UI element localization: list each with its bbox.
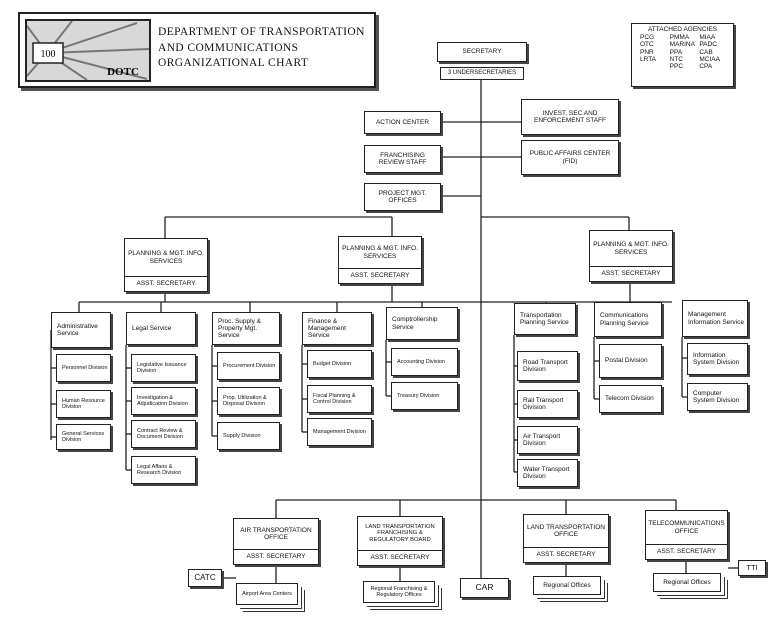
general-services-box: General Services Division <box>56 424 111 450</box>
logo-text: DOTC <box>107 66 139 78</box>
postal-division-box: Postal Division <box>599 344 662 378</box>
action-center-box: ACTION CENTER <box>364 111 441 134</box>
agency-item: MIAA <box>699 34 716 41</box>
agency-item: PMMA <box>669 34 690 41</box>
telecom-regional-offices: Regional Offices <box>653 573 721 592</box>
comptrollership-box: Comptrollership Service <box>386 307 458 340</box>
agency-item: PNR <box>640 48 654 56</box>
undersecretaries-box: 3 UNDERSECRETARIES <box>440 67 524 80</box>
computer-systems-box: Computer System Division <box>687 383 748 411</box>
agency-item: MCIAA <box>699 55 720 63</box>
management-division-box: Management Division <box>307 418 372 446</box>
supply-division-box: Supply Division <box>217 422 280 450</box>
comm-planning-box: Communications Planning Service <box>594 302 662 337</box>
title-line-1: DEPARTMENT OF TRANSPORTATION <box>158 26 365 38</box>
ltfrb-title: LAND TRANSPORTATION FRANCHISING & REGULA… <box>365 523 435 543</box>
right-cluster-head: PLANNING & MGT. INFO. SERVICES ASST. SEC… <box>589 230 673 282</box>
proc-supply-service-box: Proc. Supply & Property Mgt. Service <box>212 312 280 345</box>
admin-service-box: Administrative Service <box>51 312 111 348</box>
info-systems-box: Information System Division <box>687 343 748 375</box>
chart-title-block: 100 DOTC DEPARTMENT OF TRANSPORTATION AN… <box>18 12 376 88</box>
attached-agencies-list: PCG PMMA MIAA OTC MARINA PADC PNR PPA CA… <box>632 33 733 70</box>
agency-item: PPA <box>669 48 683 56</box>
lto-title: LAND TRANSPORTATION OFFICE <box>527 523 605 538</box>
center-cluster-title: PLANNING & MGT. INFO. SERVICES <box>342 245 418 260</box>
ltfrb-asst: ASST. SECRETARY <box>358 550 442 565</box>
water-transport-box: Water Transport Division <box>517 459 578 487</box>
tti-box: TTI <box>738 560 766 576</box>
lto-office: LAND TRANSPORTATION OFFICE ASST. SECRETA… <box>523 514 609 563</box>
car-box: CAR <box>460 578 509 598</box>
agency-item: PADC <box>699 41 717 49</box>
air-transport-box: Air Transport Division <box>517 426 578 454</box>
telecom-office-asst: ASST. SECRETARY <box>646 544 727 559</box>
dotc-logo-graphic: 100 DOTC <box>27 21 149 80</box>
left-cluster-head: PLANNING & MGT. INFO. SERVICES ASST. SEC… <box>124 238 208 292</box>
procurement-division-box: Procurement Division <box>217 352 280 380</box>
lto-asst: ASST. SECRETARY <box>524 547 608 562</box>
agency-item: LRTA <box>640 55 657 63</box>
project-mgt-box: PROJECT MGT. OFFICES <box>364 183 441 211</box>
prop-utilization-box: Prop. Utilization & Disposal Division <box>217 387 280 415</box>
agency-item <box>640 63 670 70</box>
catc-box: CATC <box>188 569 222 587</box>
hr-division-box: Human Resource Division <box>56 390 111 418</box>
attached-agencies-heading: ATTACHED AGENCIES <box>647 26 718 33</box>
dotc-logo: 100 DOTC <box>25 19 151 82</box>
agency-item: CPA <box>699 63 713 71</box>
franchising-review-box: FRANCHISING REVIEW STAFF <box>364 145 441 173</box>
telecom-office-title: TELECOMMUNICATIONS OFFICE <box>648 520 725 535</box>
center-cluster-head: PLANNING & MGT. INFO. SERVICES ASST. SEC… <box>338 236 422 284</box>
public-affairs-box: PUBLIC AFFAIRS CENTER (FID) <box>521 140 619 175</box>
accounting-division-box: Accounting Division <box>391 348 458 376</box>
legislative-division-box: Legislative Issuance Division <box>131 354 196 382</box>
right-cluster-asst: ASST. SECRETARY <box>590 266 672 281</box>
air-office-asst: ASST. SECRETARY <box>234 549 318 564</box>
attached-agencies-box: ATTACHED AGENCIES PCG PMMA MIAA OTC MARI… <box>631 23 734 87</box>
air-transport-office: AIR TRANSPORTATION OFFICE ASST. SECRETAR… <box>233 518 319 565</box>
road-transport-box: Road Transport Division <box>517 351 578 381</box>
left-cluster-title: PLANNING & MGT. INFO. SERVICES <box>128 250 204 265</box>
rail-transport-box: Rail Transport Division <box>517 390 578 418</box>
mis-box: Management Information Service <box>682 300 748 337</box>
budget-division-box: Budget Division <box>307 350 372 378</box>
finance-service-box: Finance & Management Service <box>302 312 372 345</box>
transport-planning-box: Transportation Planning Service <box>514 303 576 335</box>
invest-enforcement-box: INVEST. SEC AND ENFORCEMENT STAFF <box>521 99 619 135</box>
agency-item: PCG <box>640 34 655 41</box>
telecom-office: TELECOMMUNICATIONS OFFICE ASST. SECRETAR… <box>645 510 728 560</box>
telecom-division-box: Telecom Division <box>599 385 662 413</box>
secretary-box: SECRETARY <box>437 42 527 62</box>
title-line-2: AND COMMUNICATIONS <box>158 41 299 54</box>
legal-affairs-box: Legal Affairs & Research Division <box>131 456 196 484</box>
center-cluster-asst: ASST. SECRETARY <box>339 268 421 283</box>
investigation-division-box: Investigation & Adjudication Division <box>131 387 196 415</box>
agency-item: NTC <box>669 55 684 63</box>
fiscal-planning-box: Fiscal Planning & Control Division <box>307 385 372 413</box>
agency-item: CAB <box>699 48 713 56</box>
agency-item: MARINA <box>669 41 695 49</box>
air-office-title: AIR TRANSPORTATION OFFICE <box>240 526 312 541</box>
personnel-division-box: Personnel Division <box>56 354 111 382</box>
ltfrb-office: LAND TRANSPORTATION FRANCHISING & REGULA… <box>357 516 443 566</box>
contract-review-box: Contract Review & Document Division <box>131 420 196 448</box>
airport-area-centers: Airport Area Centers <box>236 583 298 605</box>
agency-item: PPC <box>669 63 684 71</box>
legal-service-box: Legal Service <box>126 312 196 345</box>
treasury-division-box: Treasury Division <box>391 382 458 410</box>
lto-regional-offices: Regional Offices <box>533 576 601 595</box>
left-cluster-asst: ASST. SECRETARY <box>125 276 207 291</box>
agency-item: OTC <box>640 41 654 49</box>
right-cluster-title: PLANNING & MGT. INFO. SERVICES <box>593 241 669 256</box>
logo-number: 100 <box>41 49 56 60</box>
ltfrb-regional-offices: Regional Franchising & Regulatory Office… <box>363 581 435 603</box>
page-title: DEPARTMENT OF TRANSPORTATION AND COMMUNI… <box>158 25 373 72</box>
title-line-3: ORGANIZATIONAL CHART <box>158 57 309 70</box>
